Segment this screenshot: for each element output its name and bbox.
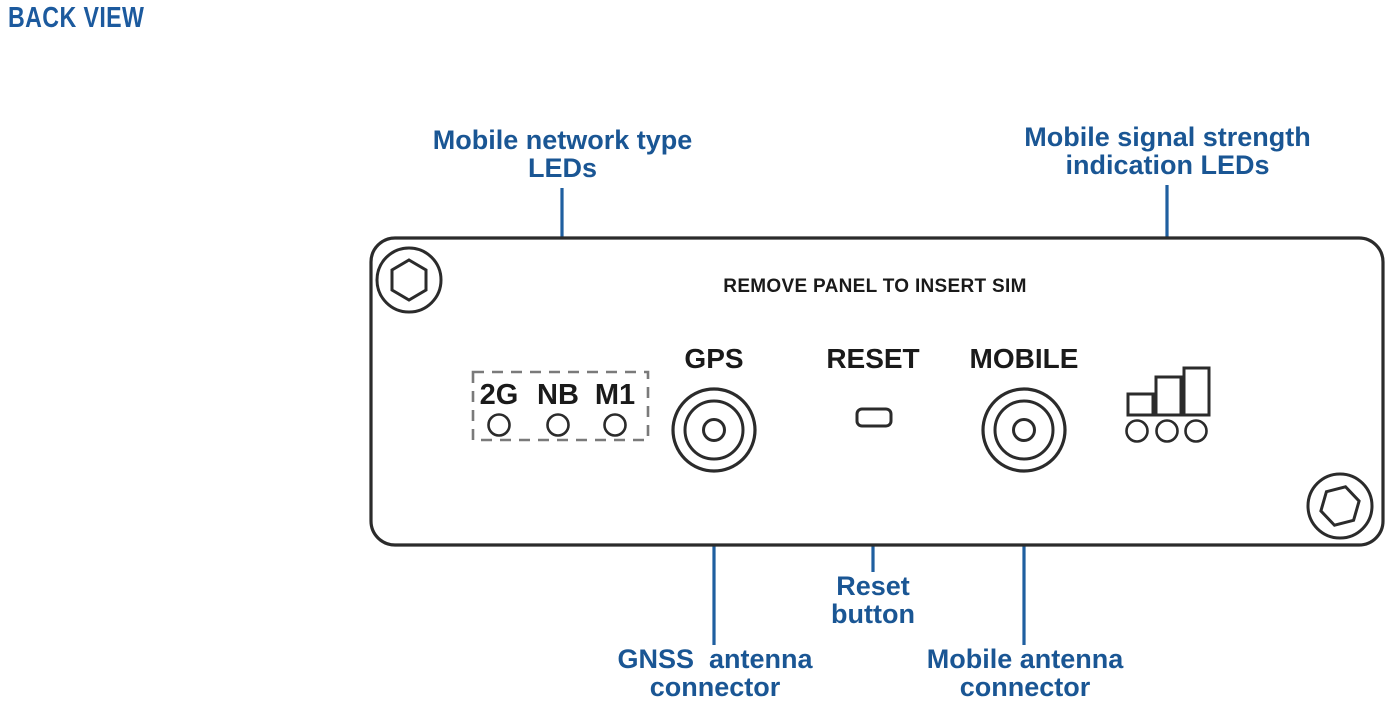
- panel-body: [369, 236, 1385, 547]
- callout-reset-button: Reset button: [831, 571, 915, 630]
- callout-mobile-signal-strength-leds: Mobile signal strength indication LEDs: [1024, 122, 1311, 181]
- reset-port-label: RESET: [826, 343, 920, 374]
- network-type-led-group: [471, 370, 650, 442]
- callout-mobile-network-type-leds: Mobile network type LEDs: [432, 125, 693, 184]
- page-title: BACK VIEW: [8, 2, 145, 34]
- reset-button-hole[interactable]: [855, 407, 893, 428]
- panel-outline: [369, 236, 1385, 547]
- signal-led-hole-3: [1184, 419, 1208, 443]
- led-hole-nb: [546, 413, 570, 437]
- signal-bar-3: [1182, 366, 1211, 417]
- signal-led-hole-1: [1125, 419, 1149, 443]
- sim-instruction-label: REMOVE PANEL TO INSERT SIM: [723, 276, 1027, 297]
- mobile-port-label: MOBILE: [969, 343, 1079, 374]
- network-type-led-dashed-box: [471, 370, 650, 442]
- gps-port-label: GPS: [684, 343, 744, 374]
- led-label-nb: NB: [537, 379, 579, 411]
- led-hole-2g: [487, 413, 511, 437]
- callout-mobile-antenna-connector: Mobile antenna connector: [926, 644, 1124, 703]
- led-hole-m1: [603, 413, 627, 437]
- led-label-m1: M1: [594, 379, 636, 411]
- mobile-connector[interactable]: [981, 387, 1067, 473]
- signal-bar-2: [1154, 375, 1183, 417]
- signal-strength-led-group: [1125, 366, 1211, 443]
- gps-connector[interactable]: [671, 387, 757, 473]
- led-label-2g: 2G: [479, 379, 519, 411]
- hex-screw-top-left: [375, 246, 443, 314]
- signal-bar-1: [1126, 392, 1155, 417]
- callout-gnss-antenna-connector: GNSS antenna connector: [617, 644, 813, 703]
- signal-led-hole-2: [1155, 419, 1179, 443]
- hex-screw-bottom-right: [1306, 472, 1374, 540]
